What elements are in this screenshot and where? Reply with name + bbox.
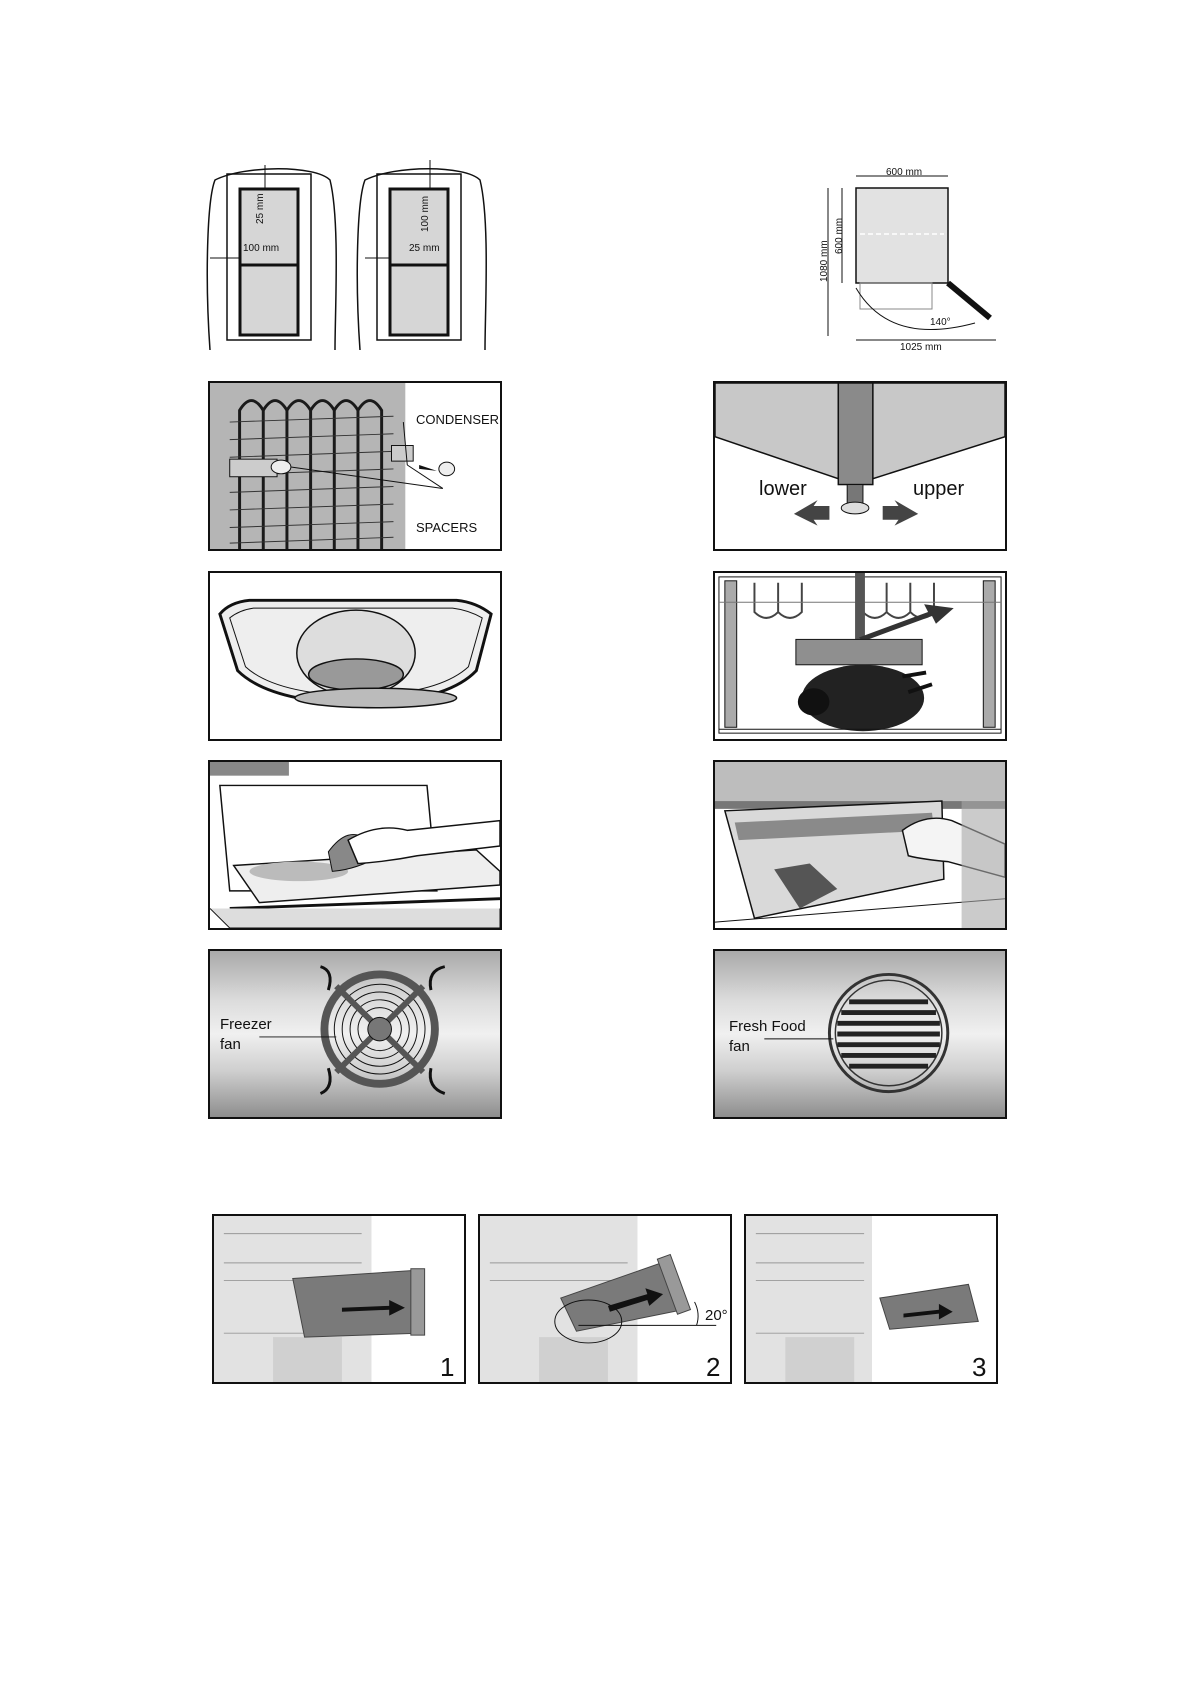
dim-depth: 600 mm	[835, 218, 845, 254]
lamp-cover-panel	[208, 571, 502, 741]
dimensions-drawing	[820, 168, 1005, 364]
lower-label: lower	[759, 479, 807, 499]
drawer-drawing	[715, 762, 1005, 928]
step-2-panel: 20° 2	[478, 1214, 732, 1384]
door-swap-panel: lower upper	[713, 381, 1007, 551]
step-2-drawing	[480, 1216, 730, 1382]
step-3-number: 3	[972, 1354, 986, 1380]
step-3-panel: 3	[744, 1214, 998, 1384]
upper-label: upper	[913, 479, 964, 499]
dim-angle: 140°	[930, 318, 951, 328]
cleaning-panel	[208, 760, 502, 930]
clearance-side-right: 25 mm	[409, 244, 440, 254]
door-swap-drawing	[715, 383, 1005, 549]
step-1-number: 1	[440, 1354, 454, 1380]
dim-open-width: 1025 mm	[900, 343, 942, 353]
step-1-drawing	[214, 1216, 464, 1382]
clearance-side-left: 100 mm	[243, 244, 279, 254]
condenser-label: CONDENSER	[416, 413, 499, 426]
dim-width: 600 mm	[886, 168, 922, 178]
tilt-angle-label: 20°	[705, 1308, 728, 1323]
fresh-food-fan-label-2: fan	[729, 1039, 750, 1054]
fresh-food-fan-panel: Fresh Food fan	[713, 949, 1007, 1119]
cleaning-drawing	[210, 762, 500, 928]
compressor-panel	[713, 571, 1007, 741]
clearance-top-right: 100 mm	[421, 196, 431, 232]
step-1-panel: 1	[212, 1214, 466, 1384]
compressor-drawing	[715, 573, 1005, 739]
clearance-diagram: 25 mm 100 mm 100 mm 25 mm	[205, 160, 505, 360]
dimensions-diagram: 600 mm 600 mm 1080 mm 140° 1025 mm	[820, 168, 1005, 364]
drawer-panel	[713, 760, 1007, 930]
clearance-drawing	[205, 160, 505, 360]
spacers-label: SPACERS	[416, 521, 477, 534]
freezer-fan-panel: Freezer fan	[208, 949, 502, 1119]
fresh-food-fan-label-1: Fresh Food	[729, 1019, 806, 1034]
freezer-fan-drawing	[210, 951, 500, 1117]
clearance-top-left: 25 mm	[256, 193, 266, 224]
step-2-number: 2	[706, 1354, 720, 1380]
lamp-cover-drawing	[210, 573, 500, 739]
condenser-panel: CONDENSER SPACERS	[208, 381, 502, 551]
step-3-drawing	[746, 1216, 996, 1382]
freezer-fan-label-2: fan	[220, 1037, 241, 1052]
dim-height: 1080 mm	[820, 240, 830, 282]
freezer-fan-label-1: Freezer	[220, 1017, 272, 1032]
